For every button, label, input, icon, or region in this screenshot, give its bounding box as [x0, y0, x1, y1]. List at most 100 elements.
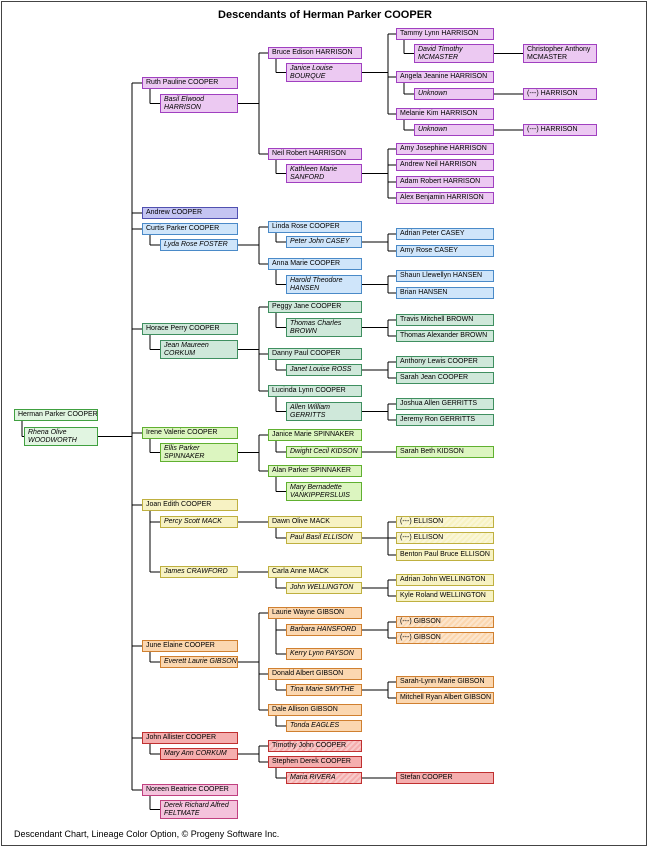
- person-name: Peter John CASEY: [290, 238, 350, 245]
- person-name: Stefan COOPER: [400, 774, 453, 781]
- person-box[interactable]: Benton Paul Bruce ELLISON: [396, 549, 494, 561]
- person-name: Adrian Peter CASEY: [400, 230, 465, 237]
- spouse-box[interactable]: Unknown: [414, 124, 494, 136]
- spouse-box[interactable]: Kerry Lynn PAYSON: [286, 648, 362, 660]
- person-box[interactable]: Amy Josephine HARRISON: [396, 143, 494, 155]
- spouse-box[interactable]: Unknown: [414, 88, 494, 100]
- person-box[interactable]: Andrew Neil HARRISON: [396, 159, 494, 171]
- person-box[interactable]: Sarah Jean COOPER: [396, 372, 494, 384]
- person-box[interactable]: Alan Parker SPINNAKER: [268, 465, 362, 477]
- person-box[interactable]: Danny Paul COOPER: [268, 348, 362, 360]
- person-box[interactable]: Donald Albert GIBSON: [268, 668, 362, 680]
- spouse-box[interactable]: Peter John CASEY: [286, 236, 362, 248]
- person-box[interactable]: Stefan COOPER: [396, 772, 494, 784]
- person-box[interactable]: Joan Edith COOPER: [142, 499, 238, 511]
- person-box[interactable]: Alex Benjamin HARRISON: [396, 192, 494, 204]
- person-box[interactable]: Stephen Derek COOPER: [268, 756, 362, 768]
- person-box[interactable]: Adam Robert HARRISON: [396, 176, 494, 188]
- person-name: (---) HARRISON: [527, 126, 578, 133]
- spouse-box[interactable]: Paul Basil ELLISON: [286, 532, 362, 544]
- person-box[interactable]: Adrian John WELLINGTON: [396, 574, 494, 586]
- spouse-box[interactable]: Percy Scott MACK: [160, 516, 238, 528]
- person-box[interactable]: Jeremy Ron GERRITTS: [396, 414, 494, 426]
- person-box[interactable]: Lucinda Lynn COOPER: [268, 385, 362, 397]
- spouse-box[interactable]: Maria RIVERA: [286, 772, 362, 784]
- person-box[interactable]: Travis Mitchell BROWN: [396, 314, 494, 326]
- person-name: Andrew COOPER: [146, 209, 203, 216]
- person-box[interactable]: (---) ELLISON: [396, 516, 494, 528]
- person-name: Percy Scott MACK: [164, 518, 222, 525]
- person-box[interactable]: Anna Marie COOPER: [268, 258, 362, 270]
- person-box[interactable]: Mitchell Ryan Albert GIBSON: [396, 692, 494, 704]
- person-name: Tonda EAGLES: [290, 722, 340, 729]
- person-box[interactable]: (---) ELLISON: [396, 532, 494, 544]
- person-box[interactable]: Timothy John COOPER: [268, 740, 362, 752]
- spouse-box[interactable]: Lyda Rose FOSTER: [160, 239, 238, 251]
- person-box[interactable]: Herman Parker COOPER: [14, 409, 98, 421]
- spouse-box[interactable]: John WELLINGTON: [286, 582, 362, 594]
- spouse-box[interactable]: Tonda EAGLES: [286, 720, 362, 732]
- person-box[interactable]: Horace Perry COOPER: [142, 323, 238, 335]
- person-box[interactable]: Noreen Beatrice COOPER: [142, 784, 238, 796]
- person-name: Kerry Lynn PAYSON: [290, 650, 354, 657]
- person-box[interactable]: Janice Marie SPINNAKER: [268, 429, 362, 441]
- person-box[interactable]: June Elaine COOPER: [142, 640, 238, 652]
- person-name: Adrian John WELLINGTON: [400, 576, 486, 583]
- spouse-box[interactable]: Everett Laurie GIBSON: [160, 656, 238, 668]
- person-name: Sarah Beth KIDSON: [400, 448, 464, 455]
- chart-title: Descendants of Herman Parker COOPER: [218, 9, 432, 21]
- person-box[interactable]: Linda Rose COOPER: [268, 221, 362, 233]
- person-box[interactable]: Sarah Beth KIDSON: [396, 446, 494, 458]
- spouse-box[interactable]: Dwight Cecil KIDSON: [286, 446, 362, 458]
- person-box[interactable]: Sarah-Lynn Marie GIBSON: [396, 676, 494, 688]
- person-box[interactable]: Amy Rose CASEY: [396, 245, 494, 257]
- person-box[interactable]: Peggy Jane COOPER: [268, 301, 362, 313]
- person-box[interactable]: Melanie Kim HARRISON: [396, 108, 494, 120]
- person-box[interactable]: Dawn Olive MACK: [268, 516, 362, 528]
- person-box[interactable]: Laurie Wayne GIBSON: [268, 607, 362, 619]
- person-box[interactable]: Bruce Edison HARRISON: [268, 47, 362, 59]
- person-box[interactable]: Ruth Pauline COOPER: [142, 77, 238, 89]
- spouse-box[interactable]: Tina Marie SMYTHE: [286, 684, 362, 696]
- spouse-box[interactable]: Barbara HANSFORD: [286, 624, 362, 636]
- person-box[interactable]: (---) HARRISON: [523, 124, 597, 136]
- person-box[interactable]: Thomas Alexander BROWN: [396, 330, 494, 342]
- person-box[interactable]: Shaun Llewellyn HANSEN: [396, 270, 494, 282]
- person-box[interactable]: Angela Jeanine HARRISON: [396, 71, 494, 83]
- person-box[interactable]: (---) HARRISON: [523, 88, 597, 100]
- person-box[interactable]: Brian HANSEN: [396, 287, 494, 299]
- person-box[interactable]: Irene Valerie COOPER: [142, 427, 238, 439]
- person-box[interactable]: Joshua Allen GERRITTS: [396, 398, 494, 410]
- person-box[interactable]: Andrew COOPER: [142, 207, 238, 219]
- person-name: Adam Robert HARRISON: [400, 178, 481, 185]
- spouse-box[interactable]: Mary Ann CORKUM: [160, 748, 238, 760]
- spouse-box[interactable]: Janet Louise ROSS: [286, 364, 362, 376]
- person-box[interactable]: Neil Robert HARRISON: [268, 148, 362, 160]
- person-box[interactable]: Curtis Parker COOPER: [142, 223, 238, 235]
- spouse-box[interactable]: James CRAWFORD: [160, 566, 238, 578]
- person-box[interactable]: Anthony Lewis COOPER: [396, 356, 494, 368]
- person-box[interactable]: John Allister COOPER: [142, 732, 238, 744]
- person-box[interactable]: Tammy Lynn HARRISON: [396, 28, 494, 40]
- person-box[interactable]: Adrian Peter CASEY: [396, 228, 494, 240]
- person-box[interactable]: Dale Allison GIBSON: [268, 704, 362, 716]
- person-box[interactable]: Kyle Roland WELLINGTON: [396, 590, 494, 602]
- person-name: Joan Edith COOPER: [146, 501, 212, 508]
- person-box[interactable]: (---) GIBSON: [396, 632, 494, 644]
- person-box[interactable]: Carla Anne MACK: [268, 566, 362, 578]
- person-box[interactable]: (---) GIBSON: [396, 616, 494, 628]
